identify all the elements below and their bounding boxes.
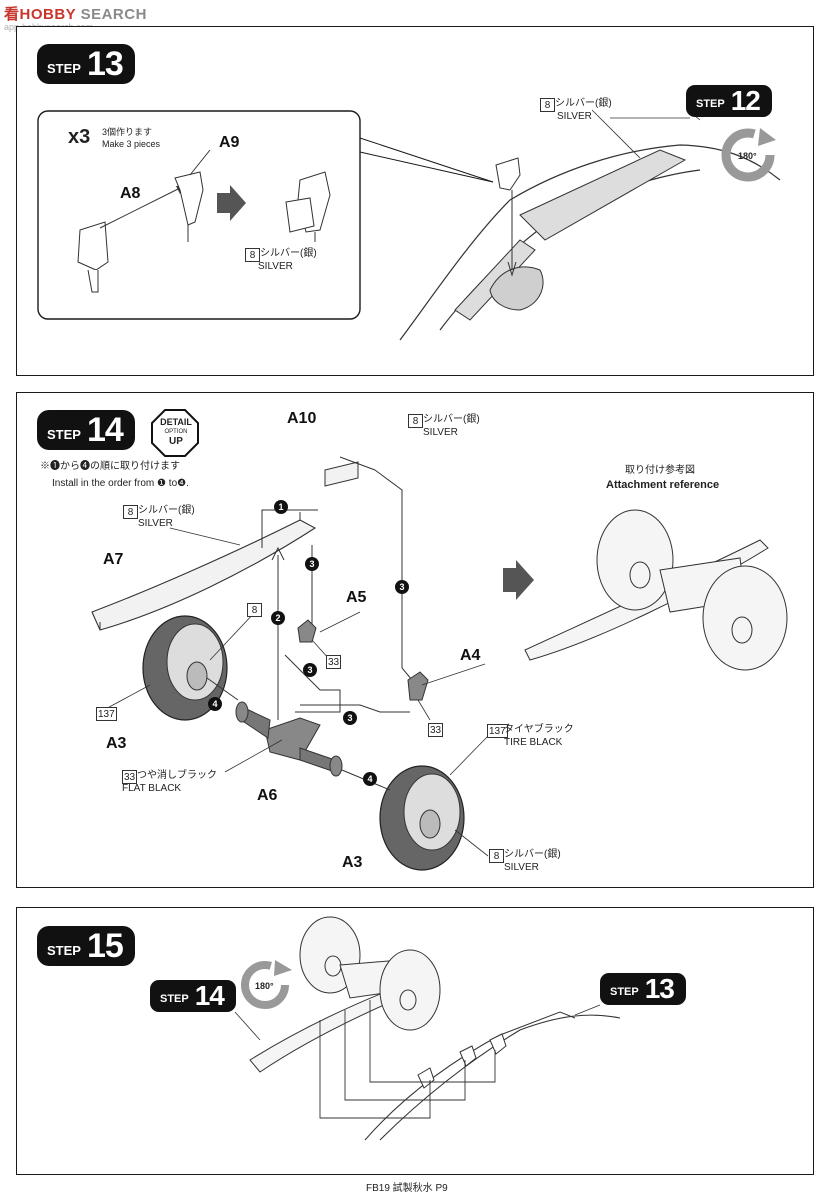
- part-label-a7: A7: [103, 551, 124, 568]
- detail-up-badge: DETAIL OPTION UP: [160, 417, 192, 447]
- step12-reference-badge: STEP 12: [686, 85, 772, 117]
- order-marker: 3: [305, 557, 319, 571]
- paint-code: 8: [123, 505, 138, 519]
- order-note-en: Install in the order from ❶ to❹.: [52, 478, 189, 489]
- part-label-a8: A8: [120, 185, 141, 202]
- paint-en: SILVER: [258, 261, 293, 272]
- paint-en: FLAT BLACK: [122, 783, 182, 794]
- order-marker: 3: [303, 663, 317, 677]
- paint-jp: シルバー(銀): [555, 98, 612, 109]
- make-jp: 3個作ります: [102, 127, 153, 137]
- paint-en: SILVER: [423, 427, 458, 438]
- step14-badge: STEP 14: [37, 410, 135, 450]
- paint-code: 8: [540, 98, 555, 112]
- paint-jp: シルバー(銀): [504, 849, 561, 860]
- part-label-a4: A4: [460, 647, 481, 664]
- paint-en: SILVER: [504, 862, 539, 873]
- rotate-180-label: 180°: [255, 981, 274, 991]
- order-marker: 3: [343, 711, 357, 725]
- paint-jp: シルバー(銀): [423, 414, 480, 425]
- part-label-a3: A3: [342, 854, 363, 871]
- step13-reference-badge: STEP 13: [600, 973, 686, 1005]
- order-marker: 3: [395, 580, 409, 594]
- make-en: Make 3 pieces: [102, 139, 161, 149]
- paint-code: 33: [428, 723, 444, 737]
- paint-jp: タイヤブラック: [504, 724, 574, 735]
- paint-code: 137: [96, 707, 117, 721]
- paint-en: SILVER: [557, 111, 592, 122]
- step14-reference-badge: STEP 14: [150, 980, 236, 1012]
- paint-code: 8: [408, 414, 423, 428]
- order-note-jp: ※❶から❹の順に取り付けます: [40, 461, 180, 472]
- reference-title-jp: 取り付け参考図: [625, 465, 695, 476]
- paint-en: SILVER: [138, 518, 173, 529]
- part-label-a10: A10: [287, 410, 317, 427]
- reference-title-en: Attachment reference: [606, 479, 720, 491]
- part-label-a9: A9: [219, 134, 240, 151]
- order-marker: 2: [271, 611, 285, 625]
- paint-en: TIRE BLACK: [504, 737, 563, 748]
- watermark-logo: 看HOBBY SEARCH: [4, 6, 147, 23]
- order-marker: 4: [208, 697, 222, 711]
- paint-jp: シルバー(銀): [260, 248, 317, 259]
- paint-code: 8: [489, 849, 504, 863]
- paint-code: 8: [247, 603, 262, 617]
- page-footer: FB19 試製秋水 P9: [366, 1183, 448, 1194]
- paint-code: 137: [487, 724, 508, 738]
- paint-code: 33: [122, 770, 138, 784]
- make-count: x3: [68, 126, 91, 148]
- order-marker: 1: [274, 500, 288, 514]
- paint-code: 8: [245, 248, 260, 262]
- paint-jp: つや消しブラック: [137, 770, 217, 781]
- paint-jp: シルバー(銀): [138, 505, 195, 516]
- step13-badge: STEP 13: [37, 44, 135, 84]
- rotate-180-label: 180°: [738, 151, 757, 161]
- paint-code: 33: [326, 655, 342, 669]
- step15-badge: STEP 15: [37, 926, 135, 966]
- part-label-a6: A6: [257, 787, 278, 804]
- order-marker: 4: [363, 772, 377, 786]
- part-label-a5: A5: [346, 589, 367, 606]
- part-label-a3: A3: [106, 735, 127, 752]
